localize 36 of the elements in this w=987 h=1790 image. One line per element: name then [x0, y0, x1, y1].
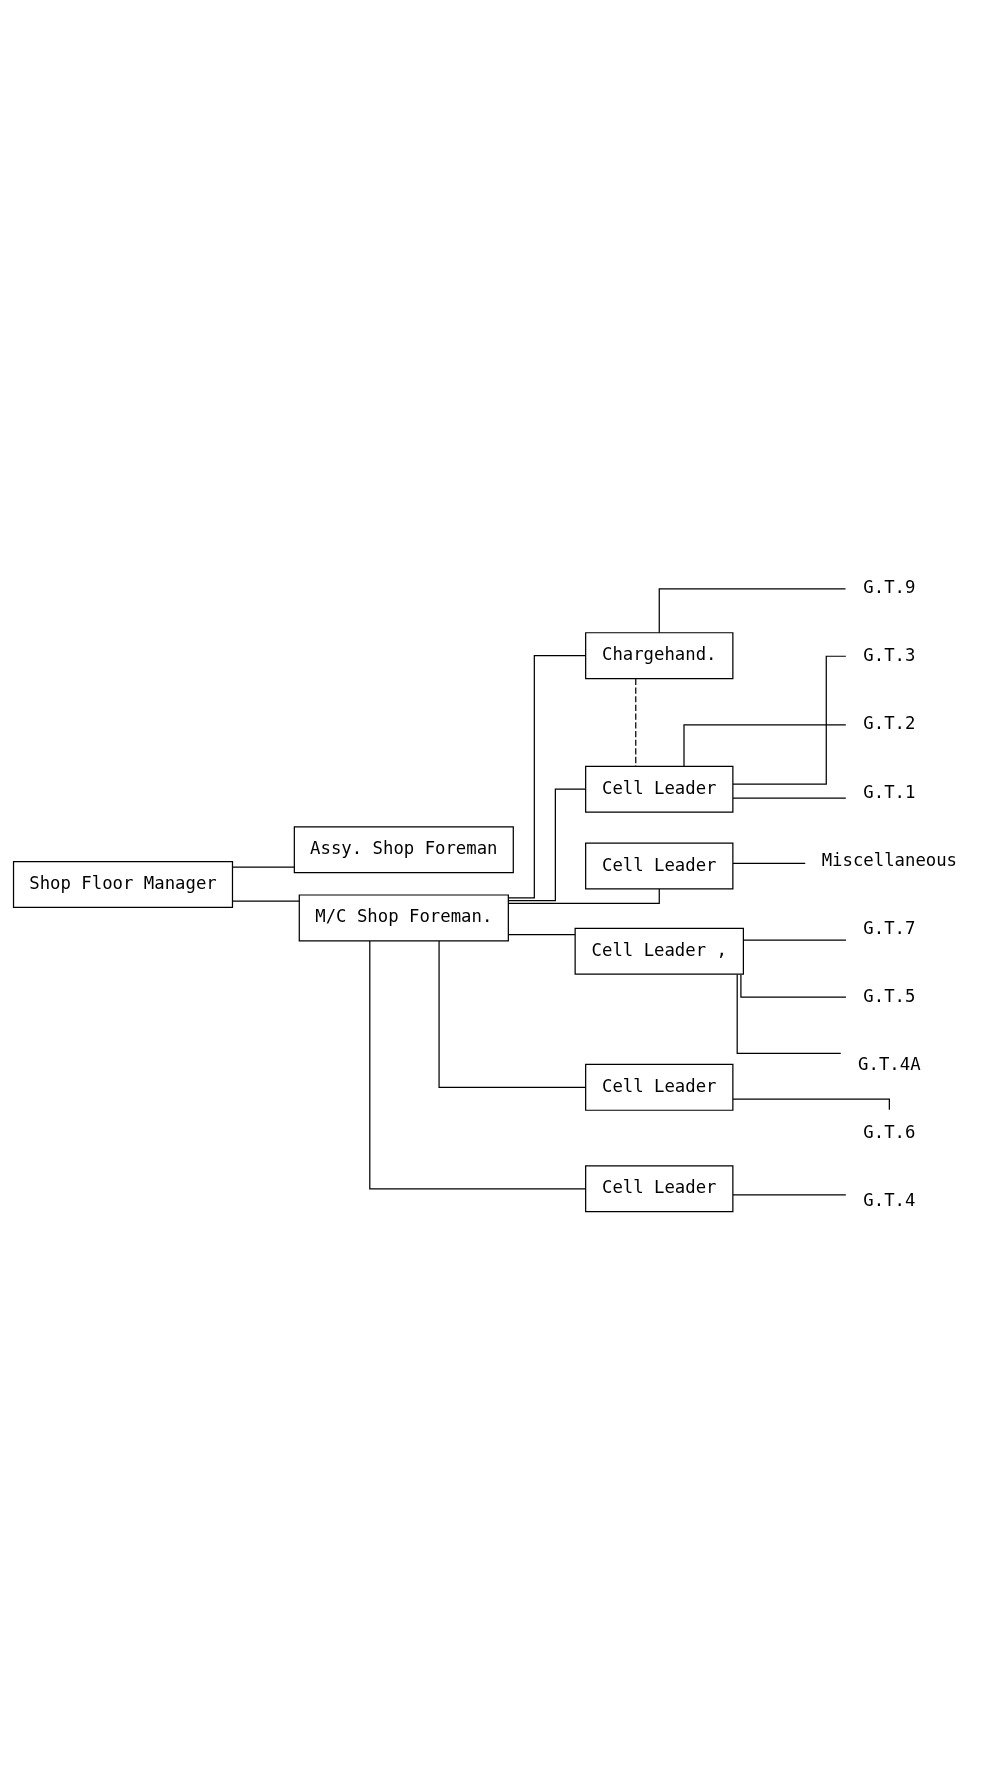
- node-text: G.T.7: [863, 917, 916, 938]
- connector: [740, 974, 847, 998]
- node-box: Chargehand.: [585, 632, 734, 680]
- node-box: Shop Floor Manager: [12, 861, 234, 908]
- node-text: G.T.2: [863, 713, 916, 734]
- node-text: Miscellaneous: [821, 849, 958, 870]
- connector: [683, 724, 847, 767]
- connector: [369, 940, 587, 1190]
- node-text: G.T.1: [863, 781, 916, 802]
- connector: [635, 678, 637, 767]
- connector: [743, 939, 847, 941]
- node-text: G.T.3: [863, 645, 916, 666]
- connector: [507, 655, 587, 899]
- connector: [732, 862, 806, 865]
- node-text: G.T.6: [863, 1121, 916, 1142]
- connector: [736, 973, 842, 1054]
- connector: [732, 797, 847, 799]
- node-text: G.T.5: [863, 985, 916, 1006]
- node-text: G.T.9: [863, 577, 916, 598]
- node-box: Cell Leader: [585, 765, 734, 813]
- connector: [232, 900, 300, 902]
- node-box: Cell Leader: [585, 842, 734, 890]
- node-box: Assy. Shop Foreman: [293, 826, 514, 874]
- node-box: Cell Leader ,: [574, 927, 744, 975]
- node-text: G.T.4A: [858, 1053, 921, 1074]
- connector: [507, 888, 660, 904]
- connector: [658, 588, 847, 634]
- connector: [438, 940, 586, 1088]
- node-box: Cell Leader: [585, 1063, 734, 1111]
- node-box: Cell Leader: [585, 1165, 734, 1213]
- node-text: G.T.4: [863, 1189, 916, 1210]
- connector: [732, 1194, 847, 1196]
- connector: [232, 866, 295, 868]
- connector: [507, 933, 576, 936]
- node-box: M/C Shop Foreman.: [298, 894, 509, 942]
- connector: [508, 788, 587, 902]
